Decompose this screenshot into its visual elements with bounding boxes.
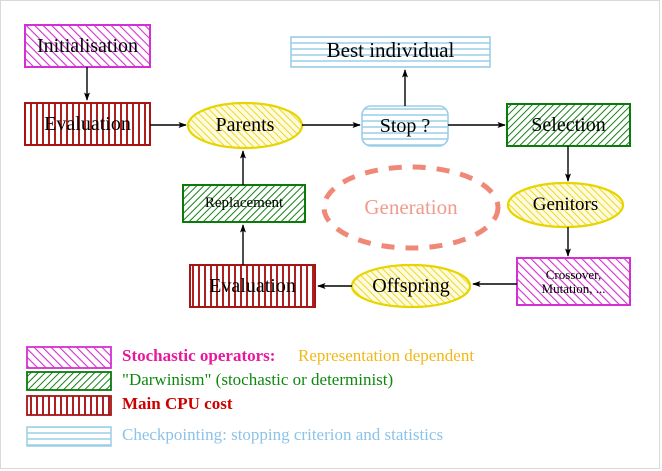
node-shape-generation xyxy=(321,164,501,251)
legend-swatch-stochastic-operators xyxy=(26,346,112,369)
legend-label-main-cpu-cost: Main CPU cost xyxy=(122,394,233,413)
node-shape-replacement[interactable] xyxy=(182,184,306,223)
node-shape-offspring[interactable] xyxy=(350,263,472,309)
legend-label-representation-dependent: Representation dependent xyxy=(298,346,475,365)
node-shape-evaluation-bottom[interactable] xyxy=(189,264,316,308)
legend-swatch-main-cpu-cost xyxy=(26,395,112,416)
legend-swatch-checkpointing xyxy=(26,426,112,447)
node-shape-crossover[interactable] xyxy=(516,257,631,306)
node-shape-parents[interactable] xyxy=(186,101,304,150)
node-shape-best-individual[interactable] xyxy=(290,36,491,68)
node-shape-evaluation-top[interactable] xyxy=(24,102,151,146)
legend-label-darwinism: "Darwinism" (stochastic or determinist) xyxy=(122,370,394,389)
legend-label-checkpointing: Checkpointing: stopping criterion and st… xyxy=(122,425,444,444)
node-shape-genitors[interactable] xyxy=(506,181,625,229)
node-shape-initialisation[interactable] xyxy=(24,24,151,68)
node-shape-selection[interactable] xyxy=(506,103,631,147)
legend-label-stochastic-operators: Stochastic operators: xyxy=(122,346,276,365)
legend-swatch-darwinism xyxy=(26,371,112,391)
node-shape-stop[interactable] xyxy=(361,105,449,147)
